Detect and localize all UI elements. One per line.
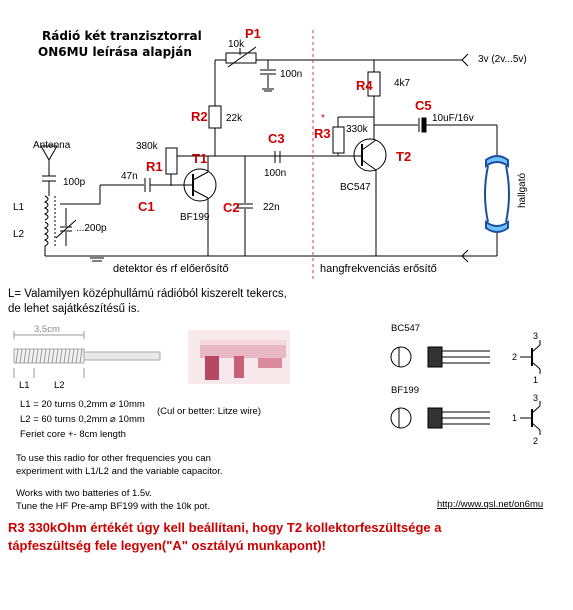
varcap-value: ...200p — [76, 223, 107, 234]
coil-spec-wire: (Cul or better: Litze wire) — [157, 406, 262, 417]
p1-value: 10k — [228, 39, 245, 50]
bf199-pin-emitter: 2 — [533, 436, 539, 446]
section-detector: detektor és rf előerősítő — [113, 263, 229, 275]
c5-ref: C5 — [415, 98, 432, 113]
bc547-pin-emitter: 1 — [533, 375, 539, 385]
c2-value: 22n — [263, 202, 280, 213]
c2-ref: C2 — [223, 200, 240, 215]
r4-value: 4k7 — [394, 78, 411, 89]
c1-ref: C1 — [138, 199, 155, 214]
headphone-label: hallgató — [517, 172, 528, 208]
t2-emitter-leg — [361, 159, 377, 171]
t1-collector-leg — [192, 171, 209, 181]
r1-value: 380k — [136, 141, 158, 152]
headphone-icon — [484, 155, 510, 233]
r3-adjust-mark: * — [321, 113, 325, 124]
c-ant-value: 100p — [63, 177, 86, 188]
section-audio-amp: hangfrekvenciás erősítő — [320, 263, 437, 275]
t2-type: BC547 — [340, 182, 371, 193]
r3-resistor — [332, 126, 345, 154]
r2-resistor — [208, 105, 222, 129]
t1-emitter-leg — [192, 189, 209, 199]
warning-line-2: tápfeszültség fele legyen("A" osztályú m… — [8, 538, 326, 553]
source-url-link[interactable]: http://www.qsl.net/on6mu — [437, 499, 544, 510]
p1-ref: P1 — [245, 26, 261, 41]
r1-ref: R1 — [146, 159, 163, 174]
r2-value: 22k — [226, 113, 243, 124]
bf199-pinout — [390, 401, 541, 435]
coil-spec-core: Feriet core +- 8cm length — [20, 429, 126, 440]
t2-ref: T2 — [396, 149, 412, 164]
bf199-name: BF199 — [391, 385, 419, 396]
bf199-pin-collector: 3 — [533, 393, 539, 403]
usage-line-4: Tune the HF Pre-amp BF199 with the 10k p… — [16, 501, 210, 512]
c1-value: 47n — [121, 171, 138, 182]
coil-winding-drawing — [13, 348, 161, 378]
usage-line-3: Works with two batteries of 1.5v. — [16, 488, 152, 499]
antenna-symbol-left — [40, 145, 50, 161]
r2-ref: R2 — [191, 109, 208, 124]
antenna-label: Antenna — [33, 140, 71, 151]
ground-arrow-b — [461, 255, 469, 263]
l1-label: L1 — [13, 202, 25, 213]
c3-ref: C3 — [268, 131, 285, 146]
c3-value: 100n — [264, 168, 287, 179]
bf199-pin-base: 1 — [512, 413, 518, 423]
bc547-pin-collector: 3 — [533, 331, 539, 341]
title-line-2: ON6MU leírása alapján — [38, 45, 192, 59]
bc547-pinout — [390, 340, 541, 374]
bc547-name: BC547 — [391, 323, 421, 334]
supply-label: 3v (2v...5v) — [478, 54, 527, 65]
title-line-1: Rádió két tranzisztorral — [42, 29, 202, 43]
coil-photo — [188, 330, 290, 384]
varcap-arrow — [55, 219, 77, 239]
warning-line-1: R3 330kOhm értékét úgy kell beállítani, … — [8, 520, 442, 535]
coil-spec-l1: L1 = 20 turns 0,2mm ⌀ 10mm — [20, 399, 145, 410]
usage-line-2: experiment with L1/L2 and the variable c… — [16, 466, 223, 477]
l1-coil — [43, 195, 49, 221]
t1-type: BF199 — [180, 212, 210, 223]
c-p1-value: 100n — [280, 69, 303, 80]
r3-ref: R3 — [314, 126, 331, 141]
l2-coil — [43, 221, 49, 247]
coil-drawing-l2: L2 — [54, 380, 65, 391]
coil-note-line-2: de lehet sajátkészítésű is. — [8, 303, 140, 315]
l2-label: L2 — [13, 229, 25, 240]
coil-note-line-1: L= Valamilyen középhullámú rádióból kisz… — [8, 288, 287, 300]
ground-arrow-a — [461, 249, 469, 257]
t1-ref: T1 — [192, 151, 208, 166]
antenna-symbol-right — [48, 145, 58, 161]
r3-value: 330k — [346, 124, 368, 135]
coil-length-label: 3.5cm — [34, 324, 60, 335]
c5-value: 10uF/16v — [432, 113, 474, 124]
r4-ref: R4 — [356, 78, 373, 93]
coil-spec-l2: L2 = 60 turns 0,2mm ⌀ 10mm — [20, 414, 145, 425]
supply-arrow-b — [461, 59, 469, 67]
usage-line-1: To use this radio for other frequencies … — [16, 453, 211, 464]
r1-resistor — [165, 147, 178, 175]
p1-adjust-arrow — [227, 46, 257, 68]
coil-drawing-l1: L1 — [19, 380, 30, 391]
t2-collector-leg — [361, 139, 377, 151]
c5-plate-b — [421, 117, 427, 133]
supply-arrow-a — [461, 53, 469, 61]
bc547-pin-base: 2 — [512, 352, 518, 362]
